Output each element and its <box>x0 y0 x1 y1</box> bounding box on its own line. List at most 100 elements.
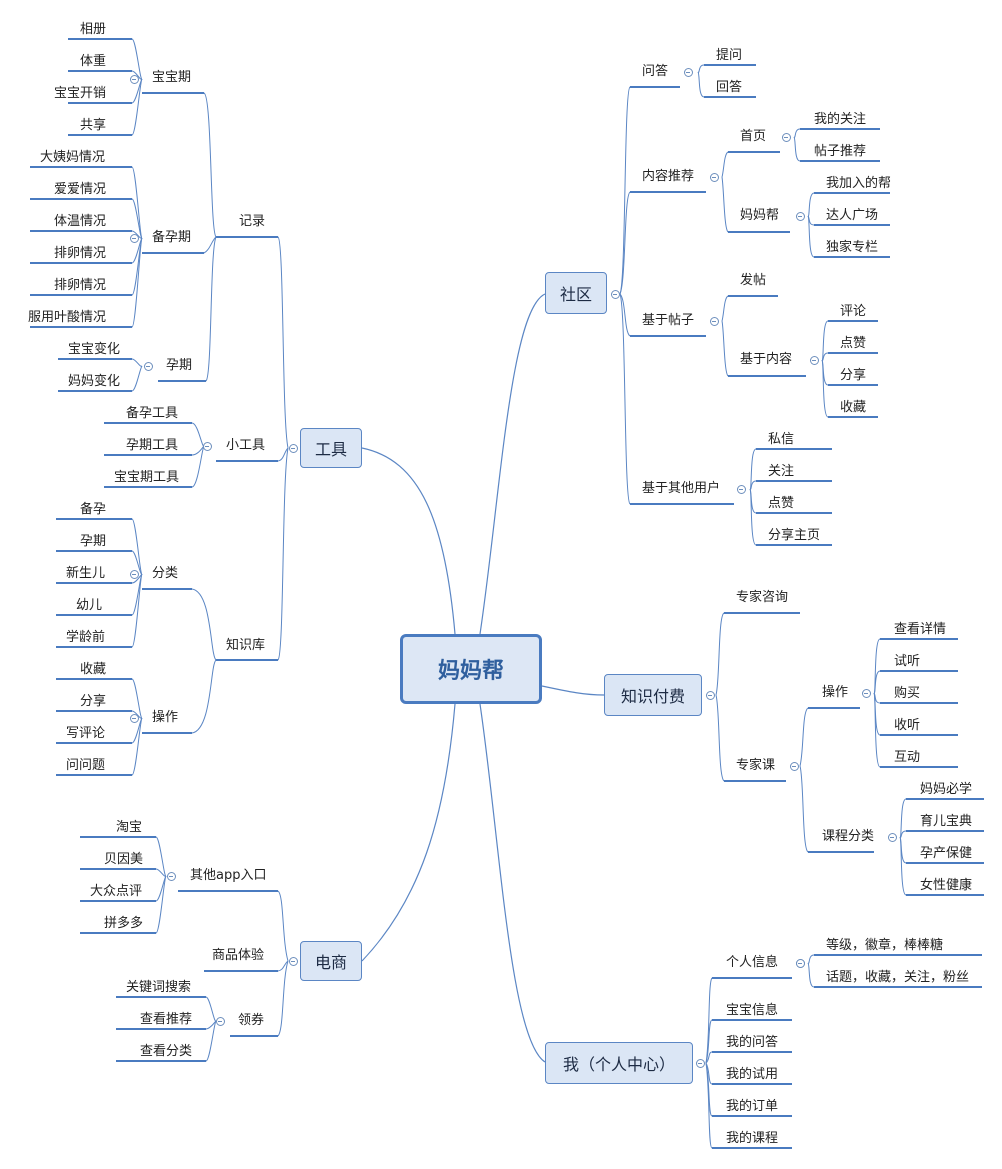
leaf-label[interactable]: 备孕 <box>80 502 107 517</box>
personal-center-item[interactable]: 我的订单 <box>726 1099 779 1114</box>
collapse-toggle-icon[interactable] <box>861 688 871 698</box>
personal-center-item[interactable]: 我的课程 <box>726 1131 779 1146</box>
collapse-toggle-icon[interactable] <box>129 233 139 243</box>
collapse-toggle-icon[interactable] <box>709 172 719 182</box>
expert-course-node[interactable]: 专家课 <box>736 758 776 773</box>
root-node[interactable]: 妈妈帮 <box>400 634 542 704</box>
leaf-label[interactable]: 爱爱情况 <box>54 182 107 197</box>
leaf-label[interactable]: 服用叶酸情况 <box>28 310 107 325</box>
leaf-label[interactable]: 分享 <box>80 694 107 709</box>
coupons-node[interactable]: 领券 <box>238 1013 265 1028</box>
community-node[interactable]: 社区 <box>545 272 607 314</box>
leaf-label[interactable]: 大姨妈情况 <box>40 150 106 165</box>
post-based-node[interactable]: 基于帖子 <box>642 313 695 328</box>
leaf-label[interactable]: 购买 <box>894 686 921 701</box>
leaf-label[interactable]: 幼儿 <box>76 598 103 613</box>
leaf-label[interactable]: 收藏 <box>80 662 107 677</box>
leaf-label[interactable]: 大众点评 <box>90 884 143 899</box>
leaf-label[interactable]: 共享 <box>80 118 107 133</box>
prep-period-node[interactable]: 备孕期 <box>152 230 192 245</box>
course-category-node[interactable]: 课程分类 <box>822 829 875 844</box>
collapse-toggle-icon[interactable] <box>288 956 298 966</box>
leaf-label[interactable]: 备孕工具 <box>126 406 179 421</box>
collapse-toggle-icon[interactable] <box>695 1058 705 1068</box>
leaf-label[interactable]: 排卵情况 <box>54 278 107 293</box>
leaf-label[interactable]: 孕期工具 <box>126 438 179 453</box>
post-node[interactable]: 发帖 <box>740 273 767 288</box>
leaf-label[interactable]: 妈妈变化 <box>68 374 121 389</box>
leaf-label[interactable]: 试听 <box>894 654 921 669</box>
leaf-label[interactable]: 点赞 <box>840 336 867 351</box>
tools-node[interactable]: 工具 <box>300 428 362 468</box>
leaf-label[interactable]: 帖子推荐 <box>814 144 867 159</box>
leaf-label[interactable]: 查看详情 <box>894 622 947 637</box>
leaf-label[interactable]: 新生儿 <box>66 566 106 581</box>
leaf-label[interactable]: 私信 <box>768 432 795 447</box>
leaf-label[interactable]: 分享主页 <box>768 528 821 543</box>
collapse-toggle-icon[interactable] <box>129 569 139 579</box>
leaf-label[interactable]: 我加入的帮 <box>826 176 892 191</box>
leaf-label[interactable]: 拼多多 <box>104 916 144 931</box>
pregnancy-period-node[interactable]: 孕期 <box>166 358 193 373</box>
operation-node[interactable]: 操作 <box>152 710 179 725</box>
leaf-label[interactable]: 体重 <box>80 54 107 69</box>
collapse-toggle-icon[interactable] <box>129 713 139 723</box>
collapse-toggle-icon[interactable] <box>781 132 791 142</box>
collapse-toggle-icon[interactable] <box>789 761 799 771</box>
knowledge-base-node[interactable]: 知识库 <box>226 638 266 653</box>
small-tools-node[interactable]: 小工具 <box>226 438 266 453</box>
personal-center-item[interactable]: 宝宝信息 <box>726 1003 779 1018</box>
collapse-toggle-icon[interactable] <box>610 289 620 299</box>
qa-node[interactable]: 问答 <box>642 64 669 79</box>
baby-period-node[interactable]: 宝宝期 <box>152 70 192 85</box>
collapse-toggle-icon[interactable] <box>683 67 693 77</box>
leaf-label[interactable]: 收听 <box>894 718 921 733</box>
collapse-toggle-icon[interactable] <box>705 690 715 700</box>
leaf-label[interactable]: 关键词搜索 <box>126 980 192 995</box>
leaf-label[interactable]: 独家专栏 <box>826 240 879 255</box>
personal-center-item[interactable]: 我的试用 <box>726 1067 779 1082</box>
record-node[interactable]: 记录 <box>239 214 266 229</box>
user-based-node[interactable]: 基于其他用户 <box>642 481 721 496</box>
leaf-label[interactable]: 育儿宝典 <box>920 814 973 829</box>
collapse-toggle-icon[interactable] <box>166 871 176 881</box>
leaf-label[interactable]: 学龄前 <box>66 630 106 645</box>
ecommerce-node[interactable]: 电商 <box>300 941 362 981</box>
leaf-label[interactable]: 达人广场 <box>826 208 879 223</box>
leaf-label[interactable]: 查看推荐 <box>140 1012 193 1027</box>
expert-consult-node[interactable]: 专家咨询 <box>736 590 789 605</box>
personal-center-node[interactable]: 我（个人中心） <box>545 1042 693 1084</box>
leaf-label[interactable]: 话题，收藏，关注，粉丝 <box>826 970 970 985</box>
product-trial-node[interactable]: 商品体验 <box>212 948 265 963</box>
paid-knowledge-node[interactable]: 知识付费 <box>604 674 702 716</box>
leaf-label[interactable]: 收藏 <box>840 400 867 415</box>
other-apps-node[interactable]: 其他app入口 <box>190 868 267 883</box>
leaf-label[interactable]: 问问题 <box>66 758 106 773</box>
leaf-label[interactable]: 体温情况 <box>54 214 107 229</box>
leaf-label[interactable]: 相册 <box>80 22 107 37</box>
collapse-toggle-icon[interactable] <box>795 958 805 968</box>
leaf-label[interactable]: 回答 <box>716 80 743 95</box>
leaf-label[interactable]: 分享 <box>840 368 867 383</box>
leaf-label[interactable]: 宝宝变化 <box>68 342 121 357</box>
leaf-label[interactable]: 贝因美 <box>104 852 144 867</box>
content-rec-node[interactable]: 内容推荐 <box>642 169 695 184</box>
leaf-label[interactable]: 我的关注 <box>814 112 867 127</box>
profile-node[interactable]: 个人信息 <box>726 955 779 970</box>
mama-group-node[interactable]: 妈妈帮 <box>740 208 780 223</box>
collapse-toggle-icon[interactable] <box>795 211 805 221</box>
leaf-label[interactable]: 孕期 <box>80 534 107 549</box>
leaf-label[interactable]: 孕产保健 <box>920 846 973 861</box>
collapse-toggle-icon[interactable] <box>143 361 153 371</box>
category-node[interactable]: 分类 <box>152 566 179 581</box>
leaf-label[interactable]: 妈妈必学 <box>920 782 973 797</box>
personal-center-item[interactable]: 我的问答 <box>726 1035 779 1050</box>
collapse-toggle-icon[interactable] <box>736 484 746 494</box>
leaf-label[interactable]: 宝宝期工具 <box>114 470 180 485</box>
collapse-toggle-icon[interactable] <box>709 316 719 326</box>
home-node[interactable]: 首页 <box>740 129 767 144</box>
leaf-label[interactable]: 互动 <box>894 750 921 765</box>
collapse-toggle-icon[interactable] <box>215 1016 225 1026</box>
course-operation-node[interactable]: 操作 <box>822 685 849 700</box>
collapse-toggle-icon[interactable] <box>288 443 298 453</box>
